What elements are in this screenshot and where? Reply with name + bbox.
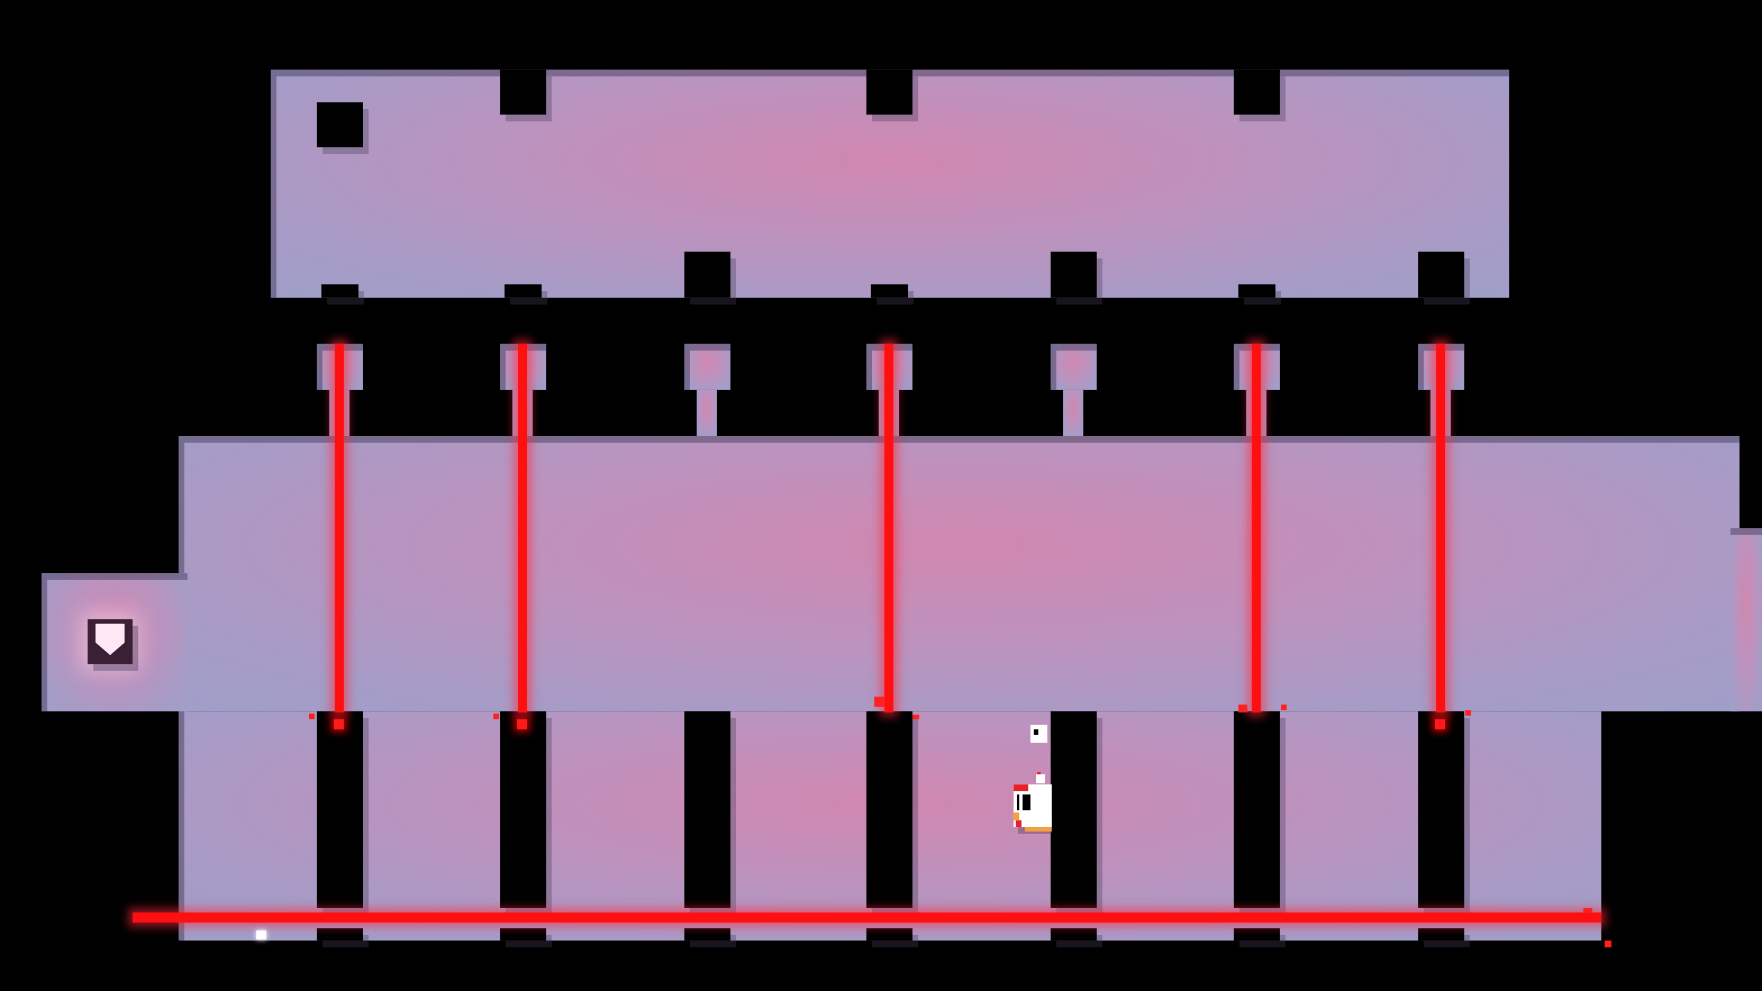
pillar-base xyxy=(1050,928,1097,941)
pillar xyxy=(1233,711,1280,908)
pillar xyxy=(1050,711,1097,908)
pillar xyxy=(500,711,547,908)
ceiling-notch xyxy=(500,69,547,115)
chicken-player[interactable] xyxy=(1013,784,1052,834)
pillar-base xyxy=(1418,928,1465,941)
pillar-base xyxy=(1233,928,1280,941)
laser-spark xyxy=(912,714,920,720)
ceiling-notch xyxy=(1233,69,1280,115)
laser-shaft-gap xyxy=(696,389,717,437)
floor-block xyxy=(1050,251,1097,298)
right-exit xyxy=(1730,528,1762,712)
laser-spark xyxy=(874,696,885,707)
main-room xyxy=(178,436,1740,712)
floor-block xyxy=(870,284,908,298)
light-dot xyxy=(256,930,267,940)
vertical-laser-beam xyxy=(1251,343,1261,713)
horizontal-laser-beam xyxy=(132,912,1602,923)
laser-spark xyxy=(1583,907,1593,913)
laser-emitter xyxy=(333,719,344,730)
laser-shaft xyxy=(1050,343,1097,390)
pillar-base xyxy=(684,928,731,941)
vertical-laser-beam xyxy=(518,343,528,713)
ghost-companion-icon xyxy=(1030,724,1048,743)
vertical-laser-beam xyxy=(1436,343,1446,713)
laser-spark xyxy=(1604,940,1612,948)
chick-icon xyxy=(1036,771,1046,784)
laser-emitter xyxy=(1434,719,1446,730)
laser-shaft xyxy=(684,343,731,390)
pillar xyxy=(316,711,363,908)
laser-emitter xyxy=(516,719,528,730)
vertical-laser-beam xyxy=(334,343,344,713)
floor-block xyxy=(504,284,542,298)
vertical-laser-beam xyxy=(884,343,894,713)
pillar xyxy=(866,711,913,908)
laser-spark xyxy=(493,713,499,720)
floor-block xyxy=(1238,284,1276,298)
laser-spark xyxy=(1281,704,1287,711)
heart-checkpoint-icon[interactable] xyxy=(87,619,133,665)
pillar xyxy=(684,711,731,908)
laser-shaft-gap xyxy=(1063,389,1084,437)
floor-block xyxy=(1418,251,1465,298)
pillar-base xyxy=(316,928,363,941)
laser-spark xyxy=(1238,704,1248,713)
ceiling-notch xyxy=(866,69,913,115)
floor-block xyxy=(684,251,731,298)
wall-block xyxy=(316,102,363,148)
pillar-base xyxy=(500,928,547,941)
laser-spark xyxy=(1465,710,1471,716)
pillar xyxy=(1418,711,1465,908)
floor-block xyxy=(321,284,359,298)
pillar-base xyxy=(866,928,913,941)
laser-spark xyxy=(309,713,315,720)
